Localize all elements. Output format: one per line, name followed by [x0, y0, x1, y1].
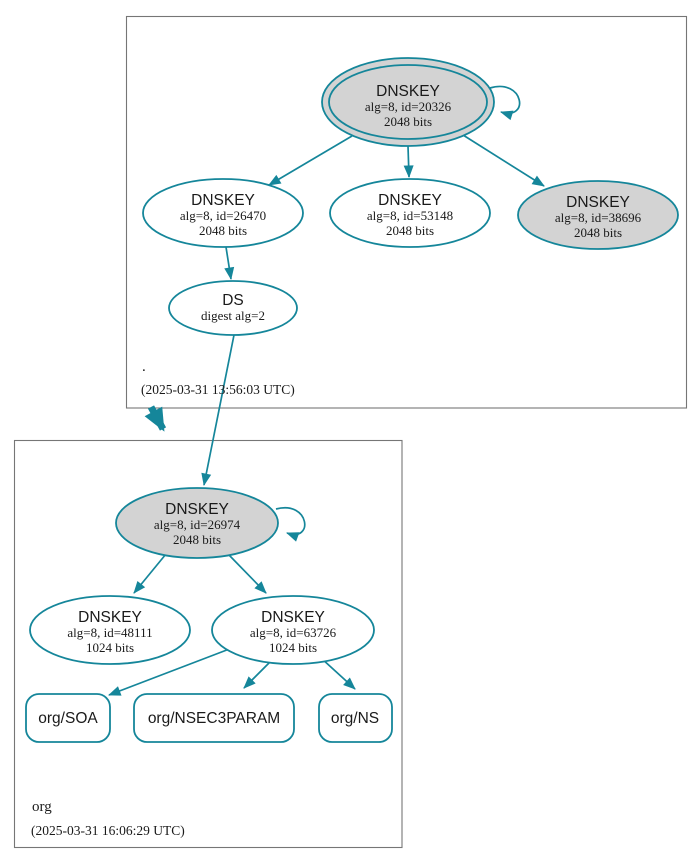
edge-org-ksk-to-key63726 [228, 554, 267, 594]
org-soa-box [25, 693, 111, 743]
node-org-ns[interactable]: org/NS [318, 693, 393, 743]
edge-org-ksk-to-key48111 [133, 553, 167, 594]
org-ksk-title: DNSKEY [165, 501, 229, 518]
node-org-key-48111[interactable]: DNSKEY alg=8, id=48111 1024 bits [29, 595, 191, 665]
org-zone-box [13, 439, 403, 849]
key48111-size: 1024 bits [86, 640, 134, 655]
edge-ds-to-org-ksk [201, 334, 235, 486]
node-root-ds[interactable]: DS digest alg=2 [168, 280, 298, 336]
key63726-detail: alg=8, id=63726 [250, 625, 337, 640]
key38696-detail: alg=8, id=38696 [555, 210, 642, 225]
edge-key63726-to-nsec3param [243, 658, 274, 689]
edge-root-ksk-to-key38696 [462, 134, 545, 187]
node-org-ksk-26974[interactable]: DNSKEY alg=8, id=26974 2048 bits [115, 487, 279, 559]
root-zone-box [125, 15, 688, 409]
node-root-key-53148[interactable]: DNSKEY alg=8, id=53148 2048 bits [329, 178, 491, 248]
org-ksk-ellipse [115, 487, 279, 559]
root-zone-label: . [142, 359, 146, 375]
node-root-key-38696[interactable]: DNSKEY alg=8, id=38696 2048 bits [517, 180, 679, 250]
org-ksk-detail: alg=8, id=26974 [154, 517, 241, 532]
org-ns-label: org/NS [331, 710, 379, 727]
edge-key63726-to-soa [108, 647, 233, 696]
root-ksk-size: 2048 bits [384, 114, 432, 129]
edge-root-to-org-delegation [144, 405, 167, 432]
node-org-nsec3param[interactable]: org/NSEC3PARAM [133, 693, 295, 743]
node-root-ksk-20326[interactable]: DNSKEY alg=8, id=20326 2048 bits [321, 57, 495, 147]
key48111-detail: alg=8, id=48111 [67, 625, 152, 640]
key53148-title: DNSKEY [378, 192, 442, 209]
node-org-key-63726[interactable]: DNSKEY alg=8, id=63726 1024 bits [211, 595, 375, 665]
key38696-size: 2048 bits [574, 225, 622, 240]
key48111-ellipse [29, 595, 191, 665]
org-nsec3param-box [133, 693, 295, 743]
root-zone-timestamp: (2025-03-31 13:56:03 UTC) [141, 382, 295, 397]
key38696-title: DNSKEY [566, 194, 630, 211]
key26470-detail: alg=8, id=26470 [180, 208, 266, 223]
org-ns-box [318, 693, 393, 743]
org-zone-label: org [32, 799, 52, 815]
edge-key63726-to-ns [320, 657, 356, 690]
org-soa-label: org/SOA [38, 710, 98, 727]
node-org-soa[interactable]: org/SOA [25, 693, 111, 743]
key26470-ellipse [142, 178, 304, 248]
key53148-detail: alg=8, id=53148 [367, 208, 453, 223]
edge-key26470-to-ds [224, 246, 235, 280]
edge-root-ksk-to-key26470 [268, 135, 353, 186]
root-ksk-detail: alg=8, id=20326 [365, 99, 452, 114]
edge-root-ksk-to-key53148 [403, 145, 414, 178]
key26470-title: DNSKEY [191, 192, 255, 209]
ds-detail: digest alg=2 [201, 308, 265, 323]
edge-org-ksk-selfloop [275, 506, 306, 542]
key53148-ellipse [329, 178, 491, 248]
key26470-size: 2048 bits [199, 223, 247, 238]
org-ksk-size: 2048 bits [173, 532, 221, 547]
root-ksk-inner-ellipse [328, 64, 488, 140]
key63726-title: DNSKEY [261, 609, 325, 626]
key48111-title: DNSKEY [78, 609, 142, 626]
org-zone-timestamp: (2025-03-31 16:06:29 UTC) [31, 823, 185, 838]
key53148-size: 2048 bits [386, 223, 434, 238]
key63726-size: 1024 bits [269, 640, 317, 655]
key38696-ellipse [517, 180, 679, 250]
node-root-key-26470[interactable]: DNSKEY alg=8, id=26470 2048 bits [142, 178, 304, 248]
ds-title: DS [222, 292, 244, 309]
root-ksk-title: DNSKEY [376, 83, 440, 100]
org-nsec3param-label: org/NSEC3PARAM [148, 710, 280, 727]
edge-root-ksk-selfloop [489, 85, 521, 121]
ds-ellipse [168, 280, 298, 336]
key63726-ellipse [211, 595, 375, 665]
root-ksk-outer-ellipse [321, 57, 495, 147]
